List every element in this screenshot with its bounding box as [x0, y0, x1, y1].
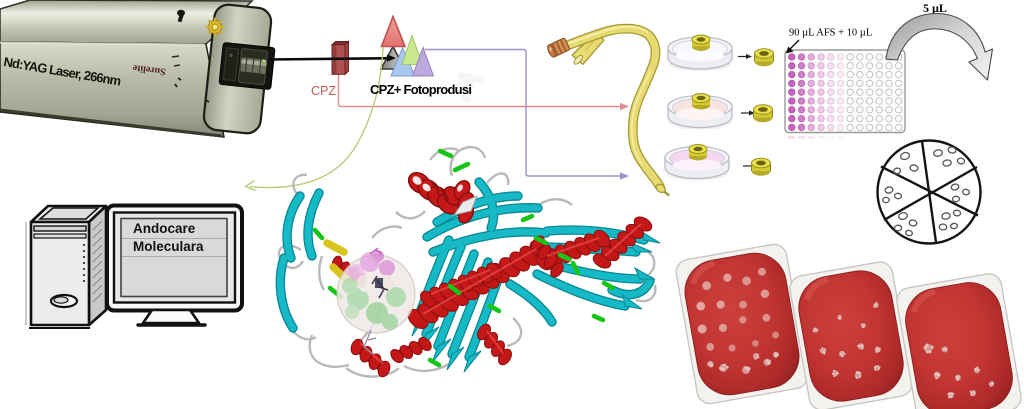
svg-text:Andocare: Andocare — [133, 221, 196, 236]
svg-text:90 µL AFS + 10 µL: 90 µL AFS + 10 µL — [789, 28, 872, 39]
svg-text:Surelite: Surelite — [132, 62, 167, 77]
svg-text:CPZ+ Fotoprodusi: CPZ+ Fotoprodusi — [370, 82, 472, 97]
svg-text:Moleculara: Moleculara — [133, 239, 204, 254]
svg-text:CPZ: CPZ — [311, 84, 336, 98]
svg-text:5 µL: 5 µL — [923, 1, 947, 15]
